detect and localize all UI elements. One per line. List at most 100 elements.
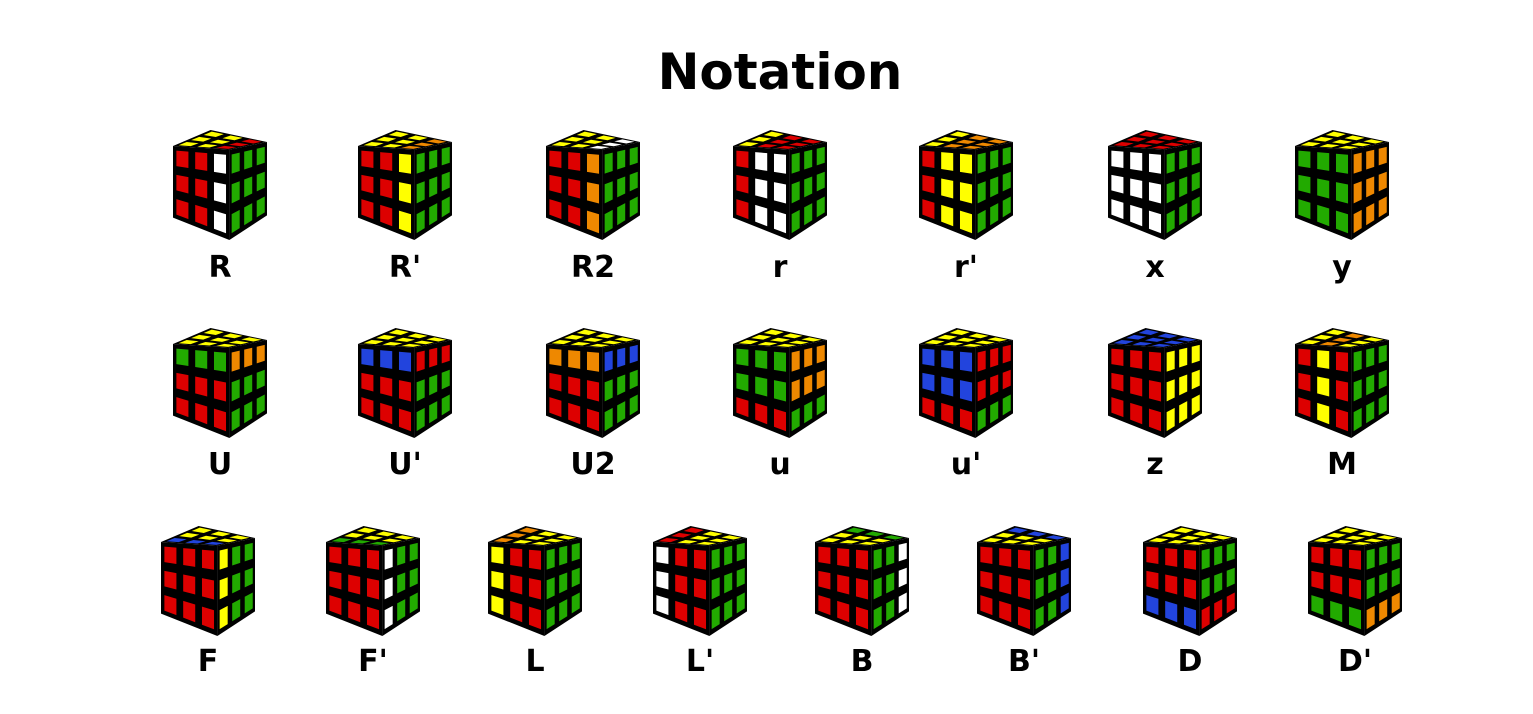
sticker-top-2-0 [1113, 141, 1134, 147]
sticker-front-2-0 [922, 397, 935, 418]
sticker-right-2-0 [231, 209, 240, 234]
sticker-top-1-1 [1344, 535, 1366, 540]
sticker-right-0-0 [219, 548, 228, 570]
move-label: B' [1007, 644, 1041, 679]
sticker-front-0-2 [1148, 153, 1162, 174]
sticker-top-1-2 [601, 142, 622, 147]
sticker-front-2-2 [959, 408, 973, 432]
sticker-front-2-0 [549, 397, 562, 418]
sticker-front-0-0 [656, 546, 669, 564]
sticker-front-0-1 [1130, 152, 1143, 171]
sticker-front-1-1 [568, 178, 581, 199]
move-label: R' [388, 250, 422, 285]
sticker-front-0-1 [1165, 548, 1178, 567]
sticker-right-2-2 [1191, 394, 1200, 416]
sticker-top-2-1 [185, 539, 206, 544]
sticker-right-1-2 [629, 369, 638, 390]
sticker-right-2-2 [1226, 592, 1235, 614]
sticker-right-1-2 [256, 171, 265, 192]
cube-diagram [1108, 328, 1202, 438]
sticker-front-0-2 [1183, 549, 1197, 570]
sticker-right-0-2 [441, 146, 450, 166]
sticker-top-2-2 [1338, 145, 1359, 149]
sticker-right-2-2 [244, 592, 253, 614]
sticker-top-0-1 [375, 531, 396, 537]
sticker-top-0-1 [1192, 531, 1213, 537]
sticker-top-1-2 [381, 538, 402, 543]
sticker-right-1-1 [1366, 374, 1375, 396]
sticker-right-1-0 [977, 181, 986, 204]
sticker-right-0-0 [604, 350, 613, 372]
sticker-top-0-0 [518, 527, 539, 534]
sticker-front-2-0 [980, 595, 993, 616]
sticker-front-0-0 [1111, 348, 1124, 366]
sticker-top-0-0 [845, 527, 866, 534]
sticker-top-0-2 [1363, 337, 1384, 342]
sticker-right-0-0 [1166, 152, 1175, 174]
sticker-front-1-2 [1183, 578, 1197, 600]
move-label: u [769, 447, 791, 482]
sticker-front-0-2 [1017, 549, 1031, 570]
sticker-front-1-1 [675, 574, 688, 595]
sticker-top-2-1 [943, 143, 964, 148]
sticker-top-1-1 [955, 337, 977, 342]
sticker-top-1-2 [788, 340, 809, 345]
cube-diagram [1108, 130, 1202, 240]
sticker-right-2-2 [441, 394, 450, 416]
sticker-right-0-1 [1179, 149, 1188, 170]
sticker-front-2-0 [176, 199, 189, 220]
sticker-top-1-0 [995, 532, 1016, 538]
sticker-right-0-1 [617, 347, 626, 368]
sticker-front-1-1 [380, 376, 393, 397]
sticker-front-2-0 [1111, 397, 1124, 418]
sticker-top-2-2 [776, 343, 797, 347]
sticker-front-2-2 [586, 408, 600, 432]
sticker-right-1-2 [1002, 171, 1011, 192]
sticker-right-1-2 [1060, 567, 1069, 588]
sticker-right-0-1 [429, 149, 438, 170]
sticker-top-2-2 [401, 145, 422, 149]
sticker-right-2-1 [244, 203, 253, 226]
sticker-right-0-2 [1191, 344, 1200, 364]
sticker-front-2-1 [1330, 600, 1343, 623]
sticker-front-1-0 [1298, 174, 1311, 194]
sticker-front-0-2 [1335, 351, 1349, 372]
sticker-right-1-0 [604, 379, 613, 402]
sticker-front-2-1 [837, 600, 850, 623]
sticker-front-1-2 [366, 578, 380, 600]
sticker-front-2-2 [773, 408, 787, 432]
sticker-right-2-2 [441, 196, 450, 218]
sticker-front-2-1 [195, 402, 208, 425]
sticker-right-0-0 [416, 152, 425, 174]
sticker-top-1-0 [191, 136, 212, 142]
sticker-top-2-2 [369, 541, 390, 545]
move-label: R [208, 250, 232, 285]
sticker-top-0-0 [1007, 527, 1028, 534]
sticker-right-0-2 [409, 542, 418, 562]
sticker-front-0-1 [380, 350, 393, 369]
sticker-front-0-2 [773, 153, 787, 174]
sticker-right-0-2 [736, 542, 745, 562]
sticker-top-0-0 [763, 131, 784, 138]
sticker-front-0-0 [1298, 348, 1311, 366]
sticker-top-1-1 [362, 535, 384, 540]
sticker-top-1-0 [1126, 136, 1147, 142]
sticker-right-0-2 [898, 542, 907, 562]
sticker-right-2-0 [791, 209, 800, 234]
sticker-front-0-0 [176, 150, 189, 168]
cube-diagram [546, 130, 640, 240]
sticker-top-2-1 [197, 143, 218, 148]
sticker-front-2-1 [941, 204, 954, 227]
sticker-top-0-0 [576, 131, 597, 138]
sticker-top-1-0 [344, 532, 365, 538]
sticker-top-2-0 [738, 339, 759, 345]
sticker-top-0-1 [782, 135, 803, 141]
sticker-top-1-2 [228, 340, 249, 345]
sticker-top-2-2 [531, 541, 552, 545]
sticker-top-1-1 [394, 139, 416, 144]
sticker-right-1-1 [990, 176, 999, 198]
sticker-front-1-2 [586, 182, 600, 204]
sticker-top-2-1 [350, 539, 371, 544]
sticker-right-0-1 [886, 545, 895, 566]
sticker-right-1-2 [571, 567, 580, 588]
